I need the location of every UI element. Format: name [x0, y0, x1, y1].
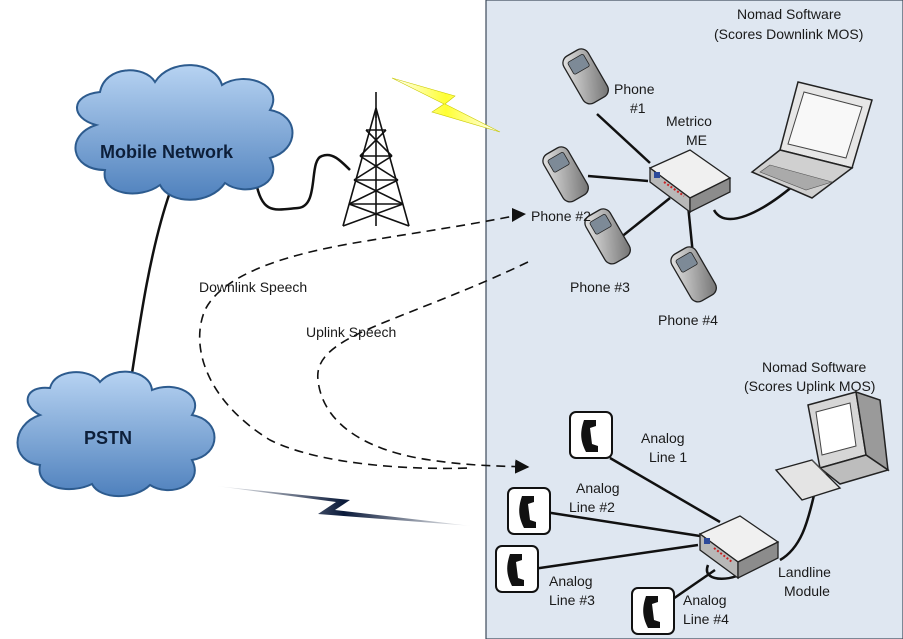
pstn-label: PSTN [84, 428, 132, 448]
laptop-icon [750, 81, 873, 199]
mobile-phone-icon [584, 208, 631, 265]
mobile-phone-icon [562, 48, 609, 105]
analog-phone-icon [569, 411, 613, 459]
landline-bolt-icon [216, 486, 472, 526]
analog-phone-icon [507, 487, 551, 535]
downlink-speech-label: Downlink Speech [199, 279, 307, 295]
uplink-speech-path [198, 213, 525, 470]
downlink-arrow-head [512, 208, 526, 222]
landline-module-box [698, 515, 780, 580]
analog-phone-icon [631, 587, 675, 635]
analog-line-4-label: Analog Line #4 [683, 592, 730, 627]
analog-phone-icon [495, 545, 539, 593]
mobile-network-cloud: Mobile Network [74, 64, 294, 201]
analog-line-2-label: Analog Line #2 [569, 480, 623, 515]
phone-1-label: Phone #1 [614, 81, 658, 116]
uplink-speech-label: Uplink Speech [306, 324, 396, 340]
speech-paths [198, 213, 530, 474]
phone-2-label: Phone #2 [531, 208, 591, 224]
pstn-cloud: PSTN [16, 370, 216, 498]
mobile-phone-icon [542, 146, 589, 203]
desktop-computer-icon [774, 390, 890, 501]
nomad-downlink-label: Nomad Software (Scores Downlink MOS) [714, 6, 863, 42]
wireless-bolt-icon [391, 77, 501, 133]
downlink-speech-path [317, 261, 530, 474]
analog-line-3-label: Analog Line #3 [549, 573, 596, 608]
nomad-uplink-label: Nomad Software (Scores Uplink MOS) [744, 359, 875, 394]
landline-module-label: Landline Module [778, 564, 835, 599]
cell-tower-icon [342, 92, 410, 227]
metrico-me-box [648, 149, 732, 214]
network-cables [126, 113, 826, 603]
analog-line-1-label: Analog Line 1 [641, 430, 688, 465]
metrico-me-label: Metrico ME [666, 113, 716, 148]
mobile-phone-icon [670, 246, 717, 303]
phone-4-label: Phone #4 [658, 312, 718, 328]
phone-3-label: Phone #3 [570, 279, 630, 295]
mobile-network-label: Mobile Network [100, 142, 234, 162]
